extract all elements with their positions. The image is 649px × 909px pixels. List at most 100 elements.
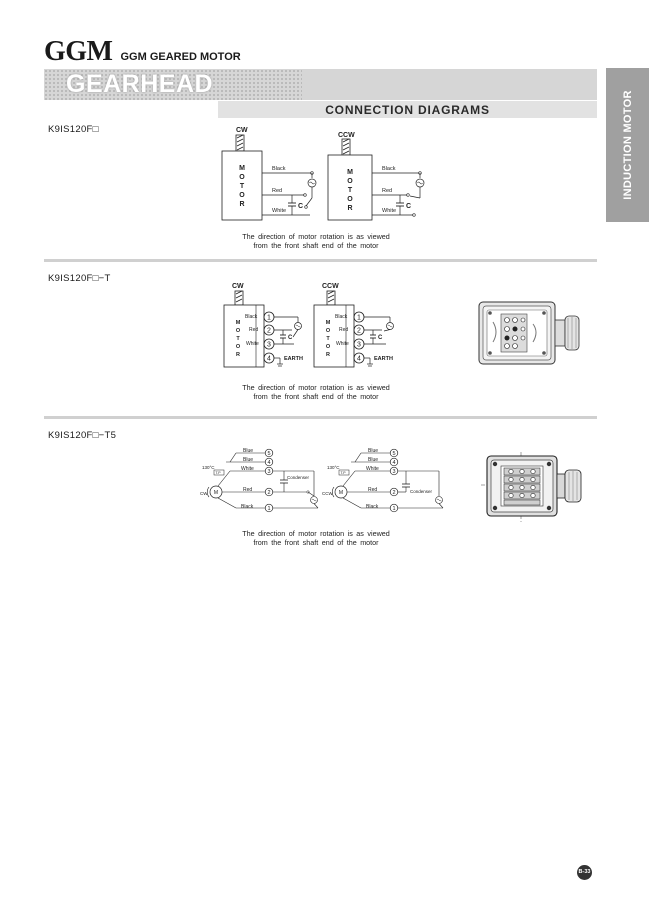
wire-label-blue: Blue <box>243 457 253 463</box>
section-divider-2 <box>44 416 597 419</box>
side-tab-induction-motor[interactable]: INDUCTION MOTOR <box>606 68 649 222</box>
motor-letter: M <box>347 169 353 176</box>
wire-label-black: Black <box>335 314 348 320</box>
terminal-number: 5 <box>392 451 395 457</box>
section-divider-1 <box>44 259 597 262</box>
motor-letter: O <box>326 328 331 334</box>
terminal-number: 1 <box>267 506 270 512</box>
earth-label: EARTH <box>284 356 303 362</box>
tp-label: T.P <box>216 471 222 475</box>
condenser-label: Condenser <box>410 489 433 494</box>
rotation-note-line1: The direction of motor rotation is as vi… <box>242 383 390 392</box>
motor-letter: T <box>240 183 245 190</box>
section-heading: CONNECTION DIAGRAMS <box>218 101 597 118</box>
motor-letter: O <box>347 178 353 185</box>
brand-logo: GGM <box>44 36 113 67</box>
brand-subtitle: GGM GEARED MOTOR <box>120 51 241 63</box>
wire-label-red: Red <box>272 188 282 194</box>
rotation-note-line2: from the front shaft end of the motor <box>253 392 379 401</box>
motor-letter: O <box>236 344 241 350</box>
capacitor-label: C <box>406 203 411 210</box>
page-number-badge: B-33 <box>577 865 592 880</box>
motor-letter: O <box>347 196 353 203</box>
motor-letter: M <box>239 165 245 172</box>
banner-dot-pattern <box>44 69 302 100</box>
wire-label-white: White <box>241 466 254 472</box>
model-label-3: K9IS120F□−T5 <box>48 430 117 441</box>
motor-letter: M <box>236 320 241 326</box>
motor-letter: O <box>236 328 241 334</box>
diagram2-svg: CW M O T O R Black Red White 1 2 3 4 C <box>223 283 394 368</box>
wire-label-black: Black <box>245 314 258 320</box>
temp-label: 130°C <box>327 465 340 470</box>
motor-letter: O <box>326 344 331 350</box>
diagram2-ccw-label: CCW <box>322 283 339 290</box>
wire-label-red: Red <box>382 188 392 194</box>
terminal-box-photo-2 <box>481 452 582 522</box>
gearhead-banner: GEARHEAD <box>44 69 597 100</box>
wire-label-blue: Blue <box>368 457 378 463</box>
motor-letter: R <box>236 352 240 358</box>
diagram1-cw-motor: CW M O T O R Black Red White C <box>221 127 317 221</box>
rotation-note-2: The direction of motor rotation is as vi… <box>216 383 416 401</box>
terminal-number: 4 <box>267 356 271 363</box>
side-tab-label: INDUCTION MOTOR <box>621 90 634 200</box>
diagram1-ccw-motor: CCW M O T O R Black Red White C <box>327 132 425 221</box>
wire-label-blue: Blue <box>368 448 378 454</box>
wire-label-black: Black <box>366 504 379 510</box>
diagram3-ccw-circuit: Blue Blue White Red Black 130°C T.P M CC… <box>322 448 444 513</box>
wire-label-blue: Blue <box>243 448 253 454</box>
condenser-label: Condenser <box>287 475 310 480</box>
wire-label-black: Black <box>272 166 286 172</box>
capacitor-label: C <box>378 335 383 341</box>
rotation-note-1: The direction of motor rotation is as vi… <box>216 232 416 250</box>
rotation-note-line1: The direction of motor rotation is as vi… <box>242 529 390 538</box>
diagram2-cw-motor: CW M O T O R Black Red White 1 2 3 4 C <box>223 283 303 368</box>
wire-label-white: White <box>246 341 259 347</box>
terminal-box-photo-1 <box>478 301 580 365</box>
wire-label-red: Red <box>249 327 258 333</box>
motor-letter: R <box>239 201 244 208</box>
wire-label-black: Black <box>382 166 396 172</box>
terminal-number: 3 <box>392 469 395 475</box>
terminal-number: 2 <box>267 328 271 335</box>
diagram3-ccw-label: CCW <box>322 491 333 496</box>
motor-letter: R <box>347 205 352 212</box>
diagram3-svg: Blue Blue White Red Black 130°C T.P M CW… <box>200 448 444 513</box>
temp-label: 130°C <box>202 465 215 470</box>
terminal-number: 4 <box>267 460 270 466</box>
wire-label-white: White <box>366 466 379 472</box>
diagram3-cw-label: CW <box>200 491 208 496</box>
wire-label-white: White <box>336 341 349 347</box>
wire-label-red: Red <box>243 487 252 493</box>
capacitor-label: C <box>288 335 293 341</box>
wire-label-white: White <box>382 208 396 214</box>
motor-symbol: M <box>214 490 218 496</box>
earth-label: EARTH <box>374 356 393 362</box>
terminal-number: 2 <box>357 328 361 335</box>
terminal-number: 1 <box>267 315 271 322</box>
diagram1-cw-label: CW <box>236 127 248 134</box>
diagram2-cw-label: CW <box>232 283 244 290</box>
rotation-note-line1: The direction of motor rotation is as vi… <box>242 232 390 241</box>
motor-letter: T <box>348 187 353 194</box>
motor-letter: O <box>239 174 245 181</box>
motor-letter: R <box>326 352 330 358</box>
wire-label-white: White <box>272 208 286 214</box>
model-label-2: K9IS120F□−T <box>48 273 111 284</box>
diagram2-ccw-motor: CCW M O T O R Black Red White 1 2 3 4 C <box>313 283 394 368</box>
diagram1-ccw-label: CCW <box>338 132 355 139</box>
model-label-1: K9IS120F□ <box>48 124 99 135</box>
terminal-number: 3 <box>267 342 271 349</box>
banner-title: GEARHEAD <box>66 70 214 98</box>
motor-letter: T <box>236 336 240 342</box>
brand-header: GGM GGM GEARED MOTOR <box>44 36 241 68</box>
terminal-number: 3 <box>267 469 270 475</box>
motor-letter: O <box>239 192 245 199</box>
terminal-number: 1 <box>357 315 361 322</box>
motor-letter: M <box>326 320 331 326</box>
wire-label-black: Black <box>241 504 254 510</box>
motor-letter: T <box>326 336 330 342</box>
diagram1-svg: CW M O T O R Black Red White C CCW <box>221 127 425 221</box>
terminal-number: 4 <box>357 356 361 363</box>
